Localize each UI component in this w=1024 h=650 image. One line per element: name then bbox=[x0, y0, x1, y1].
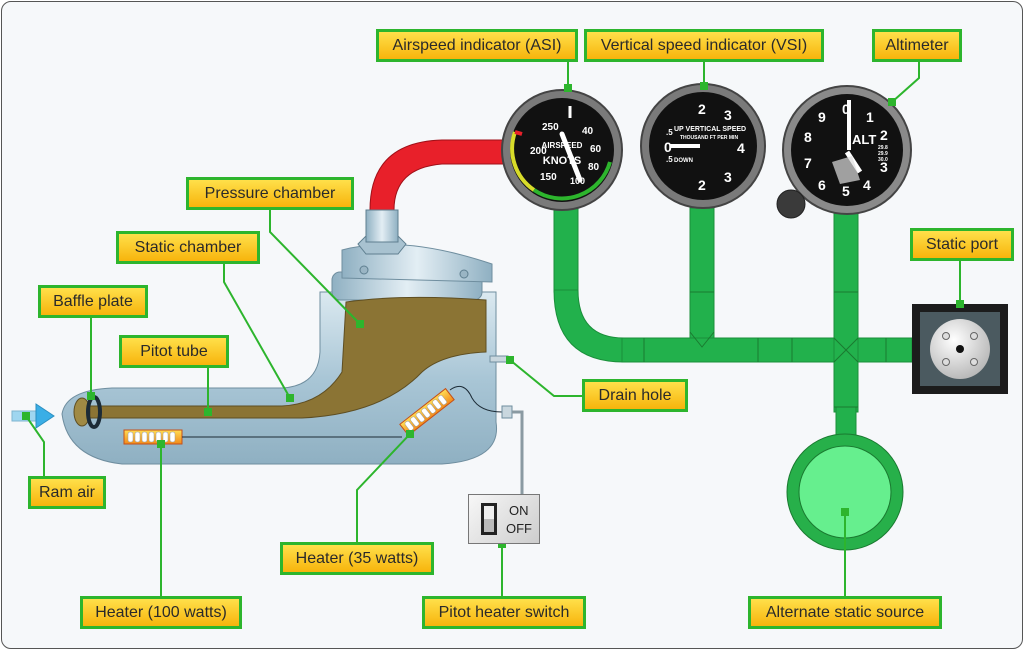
drain-hole bbox=[489, 355, 509, 363]
static-main-pipe bbox=[621, 337, 913, 363]
kollsman-300: 30.0 bbox=[878, 157, 888, 163]
label-static-chamber: Static chamber bbox=[116, 231, 260, 264]
switch-wire bbox=[512, 410, 524, 494]
alt-tick-7: 7 bbox=[804, 155, 812, 171]
vsi-down-label: DOWN bbox=[674, 158, 693, 164]
label-pitot-heater-switch: Pitot heater switch bbox=[422, 596, 586, 629]
asi-static-pipe bbox=[553, 201, 579, 293]
asi-tick-150: 150 bbox=[540, 172, 557, 183]
asi-needle bbox=[559, 131, 583, 183]
vsi-static-pipe bbox=[689, 207, 715, 339]
altimeter-setting-knob[interactable] bbox=[776, 189, 806, 219]
leader-endpoints bbox=[22, 82, 964, 548]
alt-tick-0: 0 bbox=[842, 101, 850, 117]
asi-tick-200: 200 bbox=[530, 146, 547, 157]
vsi-tick-05-down: .5 bbox=[666, 155, 673, 164]
alternate-static-source-valve[interactable] bbox=[786, 433, 904, 551]
asi-tick-80: 80 bbox=[588, 162, 600, 173]
label-heater-100-watts: Heater (100 watts) bbox=[80, 596, 242, 629]
label-alternate-static-source: Alternate static source bbox=[748, 596, 942, 629]
airspeed-indicator-gauge[interactable]: 250 200 150 40 60 80 100 AIRSPEED KNOTS bbox=[501, 89, 623, 211]
label-pitot-tube: Pitot tube bbox=[119, 335, 229, 368]
alt-tick-1: 1 bbox=[866, 109, 874, 125]
asi-tick-250: 250 bbox=[542, 122, 559, 133]
vsi-tick-05-up: .5 bbox=[666, 128, 673, 137]
label-baffle-plate: Baffle plate bbox=[38, 285, 148, 318]
alt-tick-4: 4 bbox=[863, 177, 871, 193]
alt-tick-8: 8 bbox=[804, 129, 812, 145]
label-altimeter: Altimeter bbox=[872, 29, 962, 62]
alt-tick-6: 6 bbox=[818, 177, 826, 193]
label-heater-35-watts: Heater (35 watts) bbox=[280, 542, 434, 575]
asi-unit: KNOTS bbox=[543, 155, 582, 167]
alt-tick-9: 9 bbox=[818, 109, 826, 125]
vsi-tick-0: 0 bbox=[664, 139, 672, 155]
altimeter-gauge[interactable]: 0 1 2 3 4 5 6 7 8 9 ALT 29.8 29.9 30.0 bbox=[782, 85, 912, 215]
vertical-speed-indicator-gauge[interactable]: 2 3 4 3 2 .5 0 .5 UP VERTICAL SPEED THOU… bbox=[640, 83, 766, 209]
asi-tick-100: 100 bbox=[570, 176, 585, 186]
kollsman-299: 29.9 bbox=[878, 151, 888, 157]
label-pressure-chamber: Pressure chamber bbox=[186, 177, 354, 210]
label-ram-air: Ram air bbox=[28, 476, 106, 509]
vsi-tick-3-down: 3 bbox=[724, 169, 732, 185]
label-airspeed-indicator: Airspeed indicator (ASI) bbox=[376, 29, 578, 62]
pitot-heater-switch[interactable]: ON OFF bbox=[468, 494, 540, 544]
heater-35-watts bbox=[399, 387, 455, 437]
pitot-pressure-line bbox=[369, 139, 515, 211]
label-drain-hole: Drain hole bbox=[582, 379, 688, 412]
alternate-source-pipe bbox=[835, 406, 857, 438]
vsi-caption: UP VERTICAL SPEED bbox=[674, 126, 746, 133]
asi-pipe-elbow bbox=[553, 289, 625, 363]
alt-caption: ALT bbox=[852, 132, 876, 147]
switch-rocker[interactable] bbox=[481, 503, 497, 535]
asi-caption: AIRSPEED bbox=[542, 141, 583, 150]
asi-tick-40: 40 bbox=[582, 126, 594, 137]
alt-tick-2: 2 bbox=[880, 127, 888, 143]
vsi-unit: THOUSAND FT PER MIN bbox=[680, 135, 738, 141]
pressure-chamber bbox=[83, 296, 487, 419]
alt-crosshatch bbox=[832, 156, 860, 184]
alt-static-pipe bbox=[833, 211, 859, 413]
asi-tick-60: 60 bbox=[590, 144, 602, 155]
label-static-port: Static port bbox=[910, 228, 1014, 261]
static-line-network bbox=[553, 201, 913, 438]
alt-tick-3: 3 bbox=[880, 159, 888, 175]
heater-wire bbox=[182, 385, 503, 438]
kollsman-298: 29.8 bbox=[878, 145, 888, 151]
vsi-tick-2-up: 2 bbox=[698, 101, 706, 117]
vsi-tick-3-up: 3 bbox=[724, 107, 732, 123]
vsi-tick-4: 4 bbox=[737, 140, 745, 156]
wire-connector bbox=[501, 405, 513, 419]
switch-off-label: OFF bbox=[506, 521, 532, 536]
label-vertical-speed-indicator: Vertical speed indicator (VSI) bbox=[584, 29, 824, 62]
heater-100-watts bbox=[123, 429, 183, 445]
line-fitting bbox=[365, 209, 399, 243]
vsi-tick-2-down: 2 bbox=[698, 177, 706, 193]
alt-tick-5: 5 bbox=[842, 183, 850, 199]
switch-on-label: ON bbox=[509, 503, 529, 518]
pipe-joints bbox=[643, 291, 887, 408]
static-port bbox=[912, 304, 1008, 394]
